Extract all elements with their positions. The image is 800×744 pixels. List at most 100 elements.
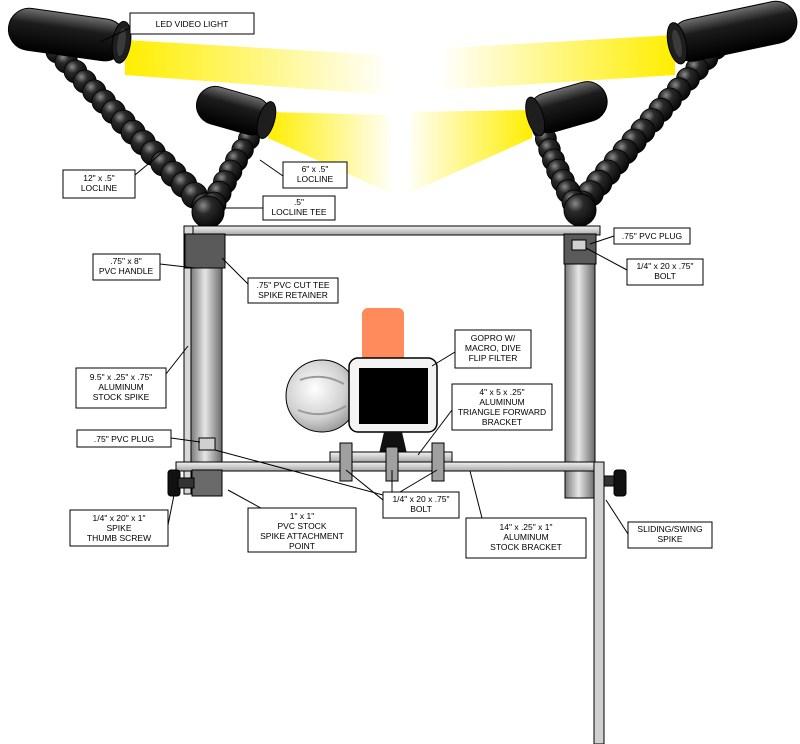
pvc-plug-left: [198, 437, 216, 451]
label-locline-6: 6" x .5"LOCLINE: [282, 161, 348, 189]
label-locline-12-line-1: 12" x .5": [83, 173, 115, 183]
pvc-plug-right: [571, 239, 587, 251]
label-stock-spike-line-3: STOCK SPIKE: [93, 392, 150, 402]
locline-tee-left: [191, 195, 225, 229]
label-locline-12-line-2: LOCLINE: [81, 183, 118, 193]
label-locline-tee-line-1: .5": [294, 197, 304, 207]
led-video-light-upper-right: [666, 0, 798, 65]
label-stock-spike-line-2: ALUMINUM: [98, 382, 143, 392]
label-stock-bracket-line-2: ALUMINUM: [503, 532, 548, 542]
label-triangle-bracket-line-1: 4" x 5 x .25": [479, 387, 524, 397]
cut-tee-left: [184, 233, 226, 269]
label-pvc-stock-line-3: SPIKE ATTACHMENT: [260, 531, 344, 541]
led-video-light-upper-left: [7, 7, 132, 64]
led-video-light-lower-right: [525, 81, 608, 137]
label-pvc-handle: .75" x 8"PVC HANDLE: [92, 253, 161, 281]
beam-upper-left: [125, 40, 390, 95]
sliding-spike: [593, 461, 605, 744]
beam-lower-right: [405, 110, 532, 195]
label-pvc-stock-line-2: PVC STOCK: [278, 521, 327, 531]
gopro-camera: [285, 308, 438, 458]
bolt-3: [431, 442, 445, 482]
label-gopro-line-3: FLIP FILTER: [469, 353, 518, 363]
label-led-video-light: LED VIDEO LIGHT: [129, 12, 255, 35]
label-stock-spike-line-1: 9.5" x .25" x .75": [90, 372, 152, 382]
svg-text:12" x .5"LOCLINE: 12" x .5"LOCLINE: [81, 173, 118, 193]
label-bolt-right-line-1: 1/4" x 20 x .75": [636, 261, 693, 271]
label-locline-6-line-2: LOCLINE: [297, 174, 334, 184]
label-pvc-plug-right: .75" PVC PLUG: [613, 227, 691, 245]
label-pvc-stock-line-1: 1" x 1": [290, 511, 314, 521]
label-locline-6-line-1: 6" x .5": [302, 164, 329, 174]
label-triangle-bracket-line-3: TRIANGLE FORWARD: [458, 407, 546, 417]
label-locline-12: 12" x .5"LOCLINE: [62, 169, 136, 199]
label-gopro-line-1: GOPRO W/: [471, 333, 516, 343]
label-bolt-right: 1/4" x 20 x .75"BOLT: [626, 258, 704, 286]
label-bolt-center: 1/4" x 20 x .75"BOLT: [382, 491, 460, 519]
label-triangle-bracket-line-4: BRACKET: [482, 417, 522, 427]
beam-lower-left: [268, 112, 395, 195]
pvc-handle-right: [564, 235, 596, 499]
label-gopro-line-2: MACRO, DIVE: [465, 343, 522, 353]
label-sliding-spike-line-2: SPIKE: [657, 534, 682, 544]
gopro-screen: [359, 368, 428, 424]
macro-lens: [285, 359, 359, 433]
label-led-video-light-line-1: LED VIDEO LIGHT: [156, 19, 229, 29]
label-bolt-center-line-2: BOLT: [410, 504, 432, 514]
label-locline-tee-line-2: LOCLINE TEE: [271, 207, 326, 217]
thumb-screw-right: [603, 469, 627, 497]
svg-text:.5"LOCLINE TEE: .5"LOCLINE TEE: [271, 197, 326, 217]
pvc-handle-left: [190, 235, 223, 495]
triangle-forward-bracket: [329, 442, 453, 482]
led-lights: [7, 0, 798, 139]
label-thumb-screw-line-3: THUMB SCREW: [87, 533, 151, 543]
led-video-light-lower-left: [195, 85, 277, 139]
label-pvc-plug-right-line-1: .75" PVC PLUG: [622, 231, 682, 241]
pvc-stock-block: [191, 469, 223, 497]
flip-filter: [362, 308, 404, 362]
label-cut-tee-line-1: .75" PVC CUT TEE: [256, 280, 329, 290]
leader-lines: [99, 27, 629, 535]
label-pvc-handle-line-2: PVC HANDLE: [99, 266, 154, 276]
svg-text:1/4" x 20 x .75"BOLT: 1/4" x 20 x .75"BOLT: [392, 494, 449, 514]
svg-text:.75" PVC PLUG: .75" PVC PLUG: [622, 231, 682, 241]
bolt-1: [339, 442, 353, 482]
label-thumb-screw-line-2: SPIKE: [106, 523, 131, 533]
label-locline-tee: .5"LOCLINE TEE: [262, 195, 336, 221]
top-crossbar: [183, 225, 601, 236]
label-pvc-handle-line-1: .75" x 8": [110, 256, 142, 266]
light-beams: [125, 35, 675, 195]
label-thumb-screw-line-1: 1/4" x 20" x 1": [93, 513, 146, 523]
locline-tee-right: [563, 193, 597, 227]
label-sliding-spike-line-1: SLIDING/SWING: [637, 524, 702, 534]
label-pvc-stock-line-4: POINT: [289, 541, 315, 551]
label-bolt-center-line-1: 1/4" x 20 x .75": [392, 494, 449, 504]
label-pvc-plug-left-line-1: .75" PVC PLUG: [94, 434, 154, 444]
beam-upper-right: [440, 35, 675, 90]
label-bolt-right-line-2: BOLT: [654, 271, 676, 281]
svg-text:6" x .5"LOCLINE: 6" x .5"LOCLINE: [297, 164, 334, 184]
thumb-screw-left: [167, 469, 195, 497]
label-stock-bracket-line-3: STOCK BRACKET: [490, 542, 562, 552]
svg-text:.75" PVC PLUG: .75" PVC PLUG: [94, 434, 154, 444]
label-cut-tee-line-2: SPIKE RETAINER: [258, 290, 328, 300]
svg-text:.75" x 8"PVC HANDLE: .75" x 8"PVC HANDLE: [99, 256, 154, 276]
label-pvc-plug-left: .75" PVC PLUG: [76, 429, 172, 448]
label-triangle-bracket-line-2: ALUMINUM: [479, 397, 524, 407]
